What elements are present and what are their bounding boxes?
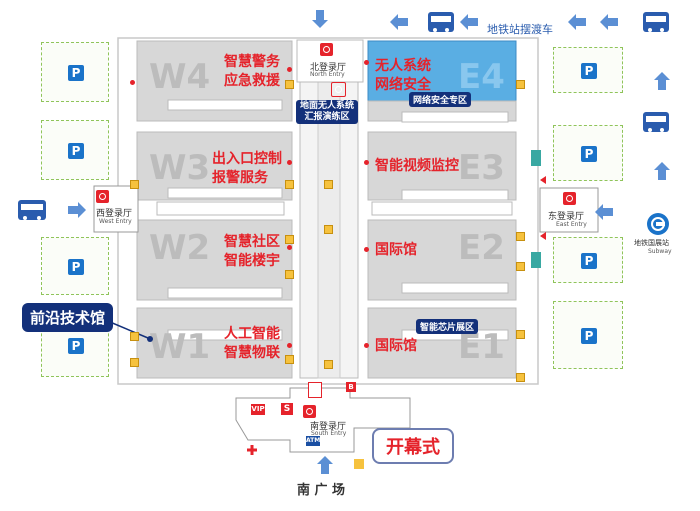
shuttle-label: 地铁站摆渡车	[487, 23, 553, 36]
east-entry-name: 东登录厅	[548, 212, 585, 222]
parking-lot: P	[553, 237, 623, 283]
hall-code-e4: E4	[458, 57, 505, 97]
facility-marker	[130, 180, 139, 189]
north-entry-en: North Entry	[310, 71, 345, 78]
facility-marker	[516, 373, 525, 382]
drone-zone-tag: 地面无人系统汇报演练区	[296, 100, 359, 124]
south-entry-name: 南登录厅	[310, 422, 347, 432]
parking-icon: P	[581, 328, 597, 344]
facility-marker	[516, 80, 525, 89]
hall-code-w2: W2	[149, 228, 211, 268]
parking-lot: P	[553, 301, 623, 369]
facility-marker	[516, 330, 525, 339]
hall-title-e4: 无人系统网络安全	[375, 58, 431, 93]
hall-code-w4: W4	[149, 57, 211, 97]
vip-icon: VIP	[251, 404, 265, 415]
facility-marker	[324, 225, 333, 234]
restroom-marker	[364, 247, 369, 252]
parking-lot: P	[553, 125, 623, 181]
bus-icons	[18, 12, 669, 220]
west-entry-en: West Entry	[99, 218, 132, 225]
frontier-callout-pointer	[110, 321, 153, 342]
north-entry-icon	[320, 43, 333, 56]
service-icon: S	[281, 403, 293, 415]
parking-lot: P	[41, 237, 109, 295]
atm-icon: ATM	[306, 437, 321, 444]
facility-marker	[516, 232, 525, 241]
network-security-zone-tag: 网络安全专区	[409, 92, 472, 107]
facility-marker	[285, 80, 294, 89]
facility-marker	[324, 360, 333, 369]
hall-code-e3: E3	[458, 148, 505, 188]
frontier-tech-hall-callout: 前沿技术馆	[22, 303, 114, 332]
south-entry-en: South Entry	[311, 430, 347, 437]
restroom-marker	[364, 343, 369, 348]
facility-marker	[130, 358, 139, 367]
parking-icon: P	[68, 259, 84, 275]
east-halls	[367, 40, 517, 379]
parking-icon: P	[581, 63, 597, 79]
restroom-marker	[287, 160, 292, 165]
parking-icon: P	[581, 146, 597, 162]
metro-logo	[647, 213, 669, 235]
north-entry-name: 北登录厅	[310, 63, 347, 73]
hall-code-w3: W3	[149, 148, 211, 188]
restroom-marker	[287, 245, 292, 250]
hall-title-w3: 出入口控制报警服务	[212, 151, 282, 186]
parking-icon: P	[68, 143, 84, 159]
restroom-marker	[364, 160, 369, 165]
parking-icon: P	[68, 65, 84, 81]
restroom-marker	[287, 67, 292, 72]
south-entry-icon	[303, 405, 316, 418]
parking-icon: P	[581, 253, 597, 269]
west-entry-name: 西登录厅	[96, 209, 133, 219]
hall-title-e2: 国际馆	[375, 242, 417, 258]
hall-code-e2: E2	[458, 228, 505, 268]
facility-marker	[324, 180, 333, 189]
chip-zone-tag: 智能芯片展区	[416, 319, 479, 334]
hall-code-w1: W1	[149, 327, 211, 367]
facility-marker	[516, 262, 525, 271]
parking-icon: P	[68, 338, 84, 354]
facility-marker	[285, 180, 294, 189]
parking-lot: P	[553, 47, 623, 93]
metro-station-label: 地铁国展站	[634, 239, 669, 247]
restroom-marker	[287, 343, 292, 348]
hall-title-w1: 人工智能智慧物联	[224, 326, 280, 361]
hall-title-e1: 国际馆	[375, 338, 417, 354]
parking-lot: P	[41, 42, 109, 102]
facility-marker	[285, 235, 294, 244]
west-entry-icon	[96, 190, 109, 203]
restroom-marker	[130, 80, 135, 85]
hall-title-w4: 智慧警务应急救援	[224, 54, 280, 89]
exit-sign-icon	[331, 82, 346, 97]
opening-ceremony-callout: 开幕式	[372, 428, 454, 464]
restroom-marker	[364, 60, 369, 65]
parking-lot: P	[41, 120, 109, 180]
east-entry-icon	[563, 192, 576, 205]
east-entry-en: East Entry	[556, 221, 587, 228]
facility-marker	[285, 355, 294, 364]
b-marker: B	[346, 382, 356, 392]
hall-title-w2: 智慧社区智能楼宇	[224, 234, 280, 269]
hall-title-e3: 智能视频监控	[375, 158, 459, 174]
facility-marker	[285, 270, 294, 279]
south-plaza-label: 南 广 场	[297, 483, 346, 498]
west-halls	[136, 40, 293, 379]
facility-marker	[130, 332, 139, 341]
metro-en-label: Subway	[648, 248, 672, 255]
stair-icon	[308, 382, 322, 398]
